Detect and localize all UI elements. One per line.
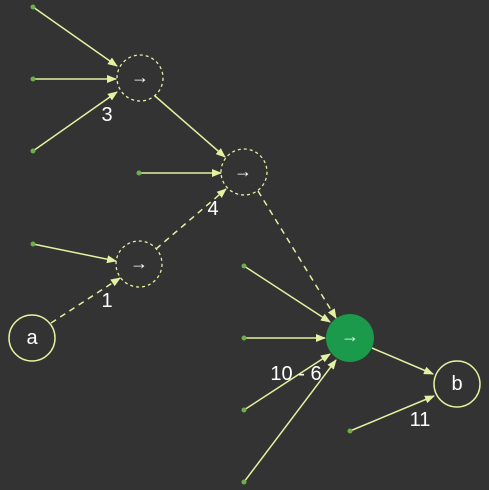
source-dot[interactable] [347, 428, 353, 434]
source-dot[interactable] [30, 148, 36, 154]
junction-node-3[interactable]: → [116, 54, 164, 102]
node-b[interactable]: b [433, 360, 481, 408]
source-dot[interactable] [136, 170, 142, 176]
node-a[interactable]: a [8, 314, 56, 362]
arrow-right-icon: → [341, 326, 359, 346]
source-dot[interactable] [241, 263, 247, 269]
edge-label-11: 11 [410, 409, 431, 431]
edge-label-4: 4 [207, 198, 218, 220]
edge-junction-1-to-junction-4 [155, 188, 227, 250]
edge-active-to-b [371, 347, 434, 375]
junction-node-1[interactable]: → [115, 240, 163, 288]
edge-source-to-junction-3-bottom [32, 91, 118, 152]
edge-label-10-6: 10 - 6 [270, 363, 321, 385]
edge-label-3: 3 [101, 104, 112, 126]
source-dot[interactable] [30, 76, 36, 82]
arrow-right-icon: → [234, 161, 252, 181]
junction-node-active[interactable]: → [326, 314, 374, 362]
node-b-label: b [451, 373, 462, 395]
edge-source-to-junction-3-top [32, 6, 118, 67]
arrow-right-icon: → [131, 67, 149, 87]
edge-a-to-junction-1 [50, 277, 121, 324]
node-a-label: a [26, 327, 38, 349]
edge-source-to-junction-1 [32, 243, 117, 264]
source-dot[interactable] [30, 4, 36, 10]
edge-source-to-active-3 [243, 353, 331, 411]
edge-junction-4-to-active [257, 190, 337, 319]
edge-source-to-active-1 [243, 265, 331, 323]
junction-node-4[interactable]: → [220, 148, 268, 196]
source-dot[interactable] [241, 479, 247, 485]
arrow-right-icon: → [130, 253, 148, 273]
source-dot[interactable] [241, 335, 247, 341]
edge-label-1: 1 [101, 290, 112, 312]
source-dot[interactable] [241, 407, 247, 413]
edge-junction-3-to-junction-4 [154, 95, 226, 158]
source-dot[interactable] [30, 241, 36, 247]
edge-source-to-active-4 [243, 359, 337, 483]
edge-source-to-b [349, 395, 435, 432]
